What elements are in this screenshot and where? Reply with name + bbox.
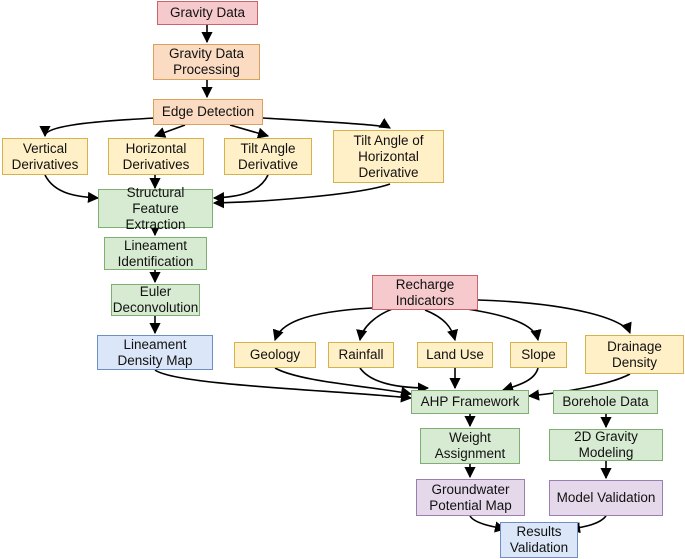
node-geology: Geology [234, 342, 316, 368]
arrow-recharge-to-landuse [424, 309, 458, 342]
arrow-edge-to-vertical [39, 117, 156, 138]
node-2d-gravity-modeling: 2D Gravity Modeling [549, 429, 663, 461]
arrow-drainage-to-ahp [527, 373, 631, 401]
arrow-tilt-horizontal-to-structural [212, 183, 391, 209]
node-lineament-identification: Lineament Identification [104, 237, 207, 270]
arrow-geology-to-ahp [274, 367, 413, 398]
node-results-validation: Results Validation [500, 522, 578, 558]
arrow-recharge-to-geology [272, 307, 373, 342]
node-euler-deconvolution: Euler Deconvolution [111, 284, 200, 316]
node-gravity-data-processing: Gravity Data Processing [153, 44, 260, 80]
arrow-edge-to-tilt [229, 124, 270, 139]
arrow-tilt-to-structural [212, 174, 269, 204]
node-tilt-angle-derivative: Tilt Angle Derivative [224, 138, 312, 175]
arrow-density-to-ahp [154, 369, 413, 403]
node-gravity-data: Gravity Data [157, 1, 258, 25]
arrow-slope-to-ahp [501, 367, 539, 393]
node-recharge-indicators: Recharge Indicators [372, 275, 478, 310]
node-borehole-data: Borehole Data [553, 390, 658, 414]
arrow-edge-to-horizontal [153, 124, 186, 138]
node-edge-detection: Edge Detection [153, 99, 263, 125]
node-groundwater-potential-map: Groundwater Potential Map [416, 479, 525, 516]
node-tilt-angle-horizontal-derivative: Tilt Angle of Horizontal Derivative [333, 130, 444, 183]
node-drainage-density: Drainage Density [585, 335, 684, 374]
node-horizontal-derivatives: Horizontal Derivatives [108, 138, 204, 175]
arrow-rainfall-to-ahp [359, 367, 430, 394]
node-model-validation: Model Validation [549, 480, 663, 516]
node-structural-feature-extraction: Structural Feature Extraction [98, 185, 213, 232]
arrow-recharge-to-rainfall [356, 307, 396, 342]
node-ahp-framework: AHP Framework [411, 390, 529, 414]
arrow-recharge-to-slope [459, 307, 542, 342]
node-lineament-density-map: Lineament Density Map [97, 335, 213, 370]
arrow-recharge-to-drainage [477, 299, 632, 335]
node-rainfall: Rainfall [328, 342, 394, 368]
node-slope: Slope [510, 342, 567, 368]
arrow-vertical-to-structural [44, 174, 100, 204]
arrow-edge-to-tilt-horizontal [262, 117, 391, 129]
node-land-use: Land Use [417, 342, 493, 368]
node-weight-assignment: Weight Assignment [420, 428, 520, 464]
node-vertical-derivatives: Vertical Derivatives [2, 138, 88, 175]
